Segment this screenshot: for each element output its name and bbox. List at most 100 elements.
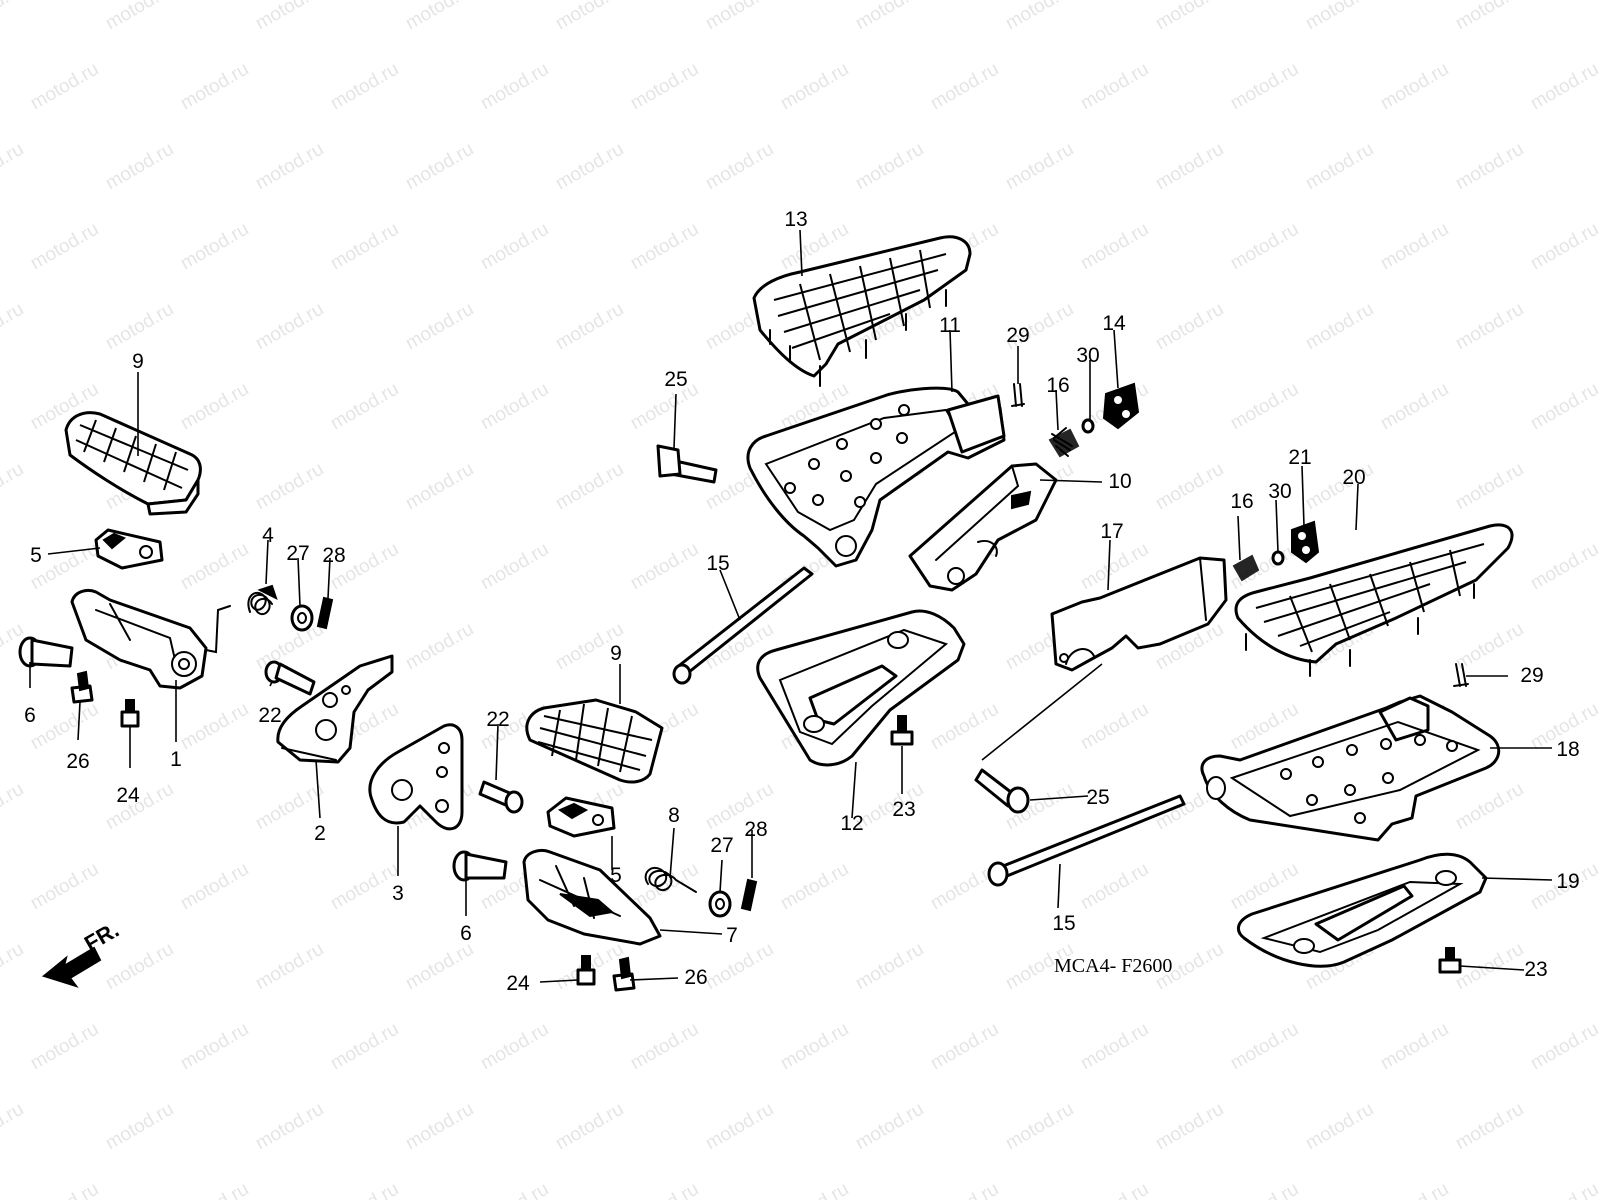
callout-26-center: 26 (684, 966, 707, 989)
watermark-text: motod.ru (1377, 1179, 1452, 1200)
callout-numbers: 9 5 6 26 24 1 4 27 28 22 2 3 22 9 5 6 7 … (24, 208, 1580, 995)
callout-20: 20 (1342, 466, 1365, 489)
watermark-text: motod.ru (702, 139, 777, 195)
bolt-24-center (576, 955, 596, 986)
watermark-text: motod.ru (402, 299, 477, 355)
watermark-text: motod.ru (1002, 139, 1077, 195)
step-bracket-left (70, 588, 231, 690)
bolt-26-left (70, 670, 94, 704)
watermark-text: motod.ru (1152, 299, 1227, 355)
watermark-text: motod.ru (1527, 59, 1600, 115)
callout-22-center: 22 (486, 708, 509, 731)
watermark-text: motod.ru (1377, 1019, 1452, 1075)
washer-27-center (708, 890, 732, 918)
watermark-text: motod.ru (552, 1099, 627, 1155)
watermark-text: motod.ru (0, 0, 27, 34)
watermark-text: motod.ru (1227, 59, 1302, 115)
watermark-text: motod.ru (852, 1099, 927, 1155)
callout-29-lower: 29 (1520, 664, 1543, 687)
callout-24: 24 (116, 784, 140, 807)
watermark-text: motod.ru (1152, 0, 1227, 34)
watermark-text: motod.ru (27, 1179, 102, 1200)
holder-clip-upper (94, 528, 164, 570)
watermark-text: motod.ru (702, 0, 777, 34)
watermark-text: motod.ru (327, 219, 402, 275)
watermark-text: motod.ru (402, 1099, 477, 1155)
watermark-text: motod.ru (327, 379, 402, 435)
callout-28-center: 28 (744, 818, 767, 841)
watermark-text: motod.ru (252, 939, 327, 995)
watermark-text: motod.ru (1527, 1179, 1600, 1200)
floorboard-18 (1200, 694, 1501, 842)
watermark-text: motod.ru (402, 139, 477, 195)
watermark-text: motod.ru (1302, 1099, 1377, 1155)
watermark-text: motod.ru (1527, 539, 1600, 595)
step-rubber-center (525, 698, 664, 784)
watermark-text: motod.ru (477, 1019, 552, 1075)
watermark-text: motod.ru (1302, 0, 1377, 34)
watermark-text: motod.ru (177, 1179, 252, 1200)
watermark-text: motod.ru (927, 59, 1002, 115)
watermark-text: motod.ru (1227, 379, 1302, 435)
floorboard-rubber-13 (752, 235, 972, 387)
callout-10: 10 (1108, 470, 1131, 493)
watermark-text: motod.ru (0, 1099, 27, 1155)
watermark-text: motod.ru (702, 1099, 777, 1155)
watermark-text: motod.ru (1452, 139, 1527, 195)
watermark-text: motod.ru (1377, 219, 1452, 275)
watermark-text: motod.ru (927, 1179, 1002, 1200)
watermark-text: motod.ru (252, 0, 327, 34)
watermark-text: motod.ru (177, 1019, 252, 1075)
watermark-text: motod.ru (1152, 1099, 1227, 1155)
callout-9-center: 9 (610, 642, 622, 665)
callout-25-lower: 25 (1086, 786, 1109, 809)
spring-16-upper (1048, 427, 1080, 458)
watermark-text: motod.ru (927, 699, 1002, 755)
watermark-text: motod.ru (1452, 779, 1527, 835)
watermark-text: motod.ru (252, 139, 327, 195)
watermark-text: motod.ru (777, 1019, 852, 1075)
spring-16-lower (1232, 554, 1260, 582)
watermark-text: motod.ru (327, 859, 402, 915)
watermark-text: motod.ru (1152, 459, 1227, 515)
step-holder-3 (368, 723, 464, 831)
callout-6-center: 6 (460, 922, 472, 945)
callout-19: 19 (1556, 870, 1579, 893)
callout-4: 4 (262, 524, 274, 547)
watermark-text: motod.ru (102, 1099, 177, 1155)
watermark-text: motod.ru (0, 779, 27, 835)
watermark-text: motod.ru (1302, 299, 1377, 355)
watermark-text: motod.ru (477, 219, 552, 275)
callout-8: 8 (668, 804, 680, 827)
watermark-text: motod.ru (477, 379, 552, 435)
callout-30-upper: 30 (1076, 344, 1099, 367)
watermark-text: motod.ru (777, 859, 852, 915)
watermark-text: motod.ru (177, 219, 252, 275)
watermark-text: motod.ru (102, 939, 177, 995)
callout-26: 26 (66, 750, 89, 773)
floorboard-rod-lower (987, 794, 1186, 887)
clip-29-lower (1453, 663, 1469, 687)
floorboard-cover-12 (756, 609, 966, 767)
watermark-text: motod.ru (1527, 1019, 1600, 1075)
watermark-text: motod.ru (1377, 379, 1452, 435)
watermark-text: motod.ru (1452, 459, 1527, 515)
watermark-text: motod.ru (1077, 1179, 1152, 1200)
callout-23-center: 23 (892, 798, 915, 821)
callout-12: 12 (840, 812, 863, 835)
callout-28: 28 (322, 544, 345, 567)
floorboard-cover-17 (1050, 556, 1228, 672)
callout-9: 9 (132, 350, 144, 373)
watermark-text: motod.ru (0, 299, 27, 355)
watermark-text: motod.ru (702, 939, 777, 995)
bolt-25-upper (656, 444, 718, 484)
front-direction-label: FR. (80, 917, 123, 956)
watermark-text: motod.ru (1077, 1019, 1152, 1075)
watermark-text: motod.ru (1527, 219, 1600, 275)
floorboard-11-holes (784, 404, 910, 508)
bolt-22-center (478, 780, 524, 814)
step-rubber-upper (64, 411, 202, 516)
callout-15-upper: 15 (706, 552, 729, 575)
